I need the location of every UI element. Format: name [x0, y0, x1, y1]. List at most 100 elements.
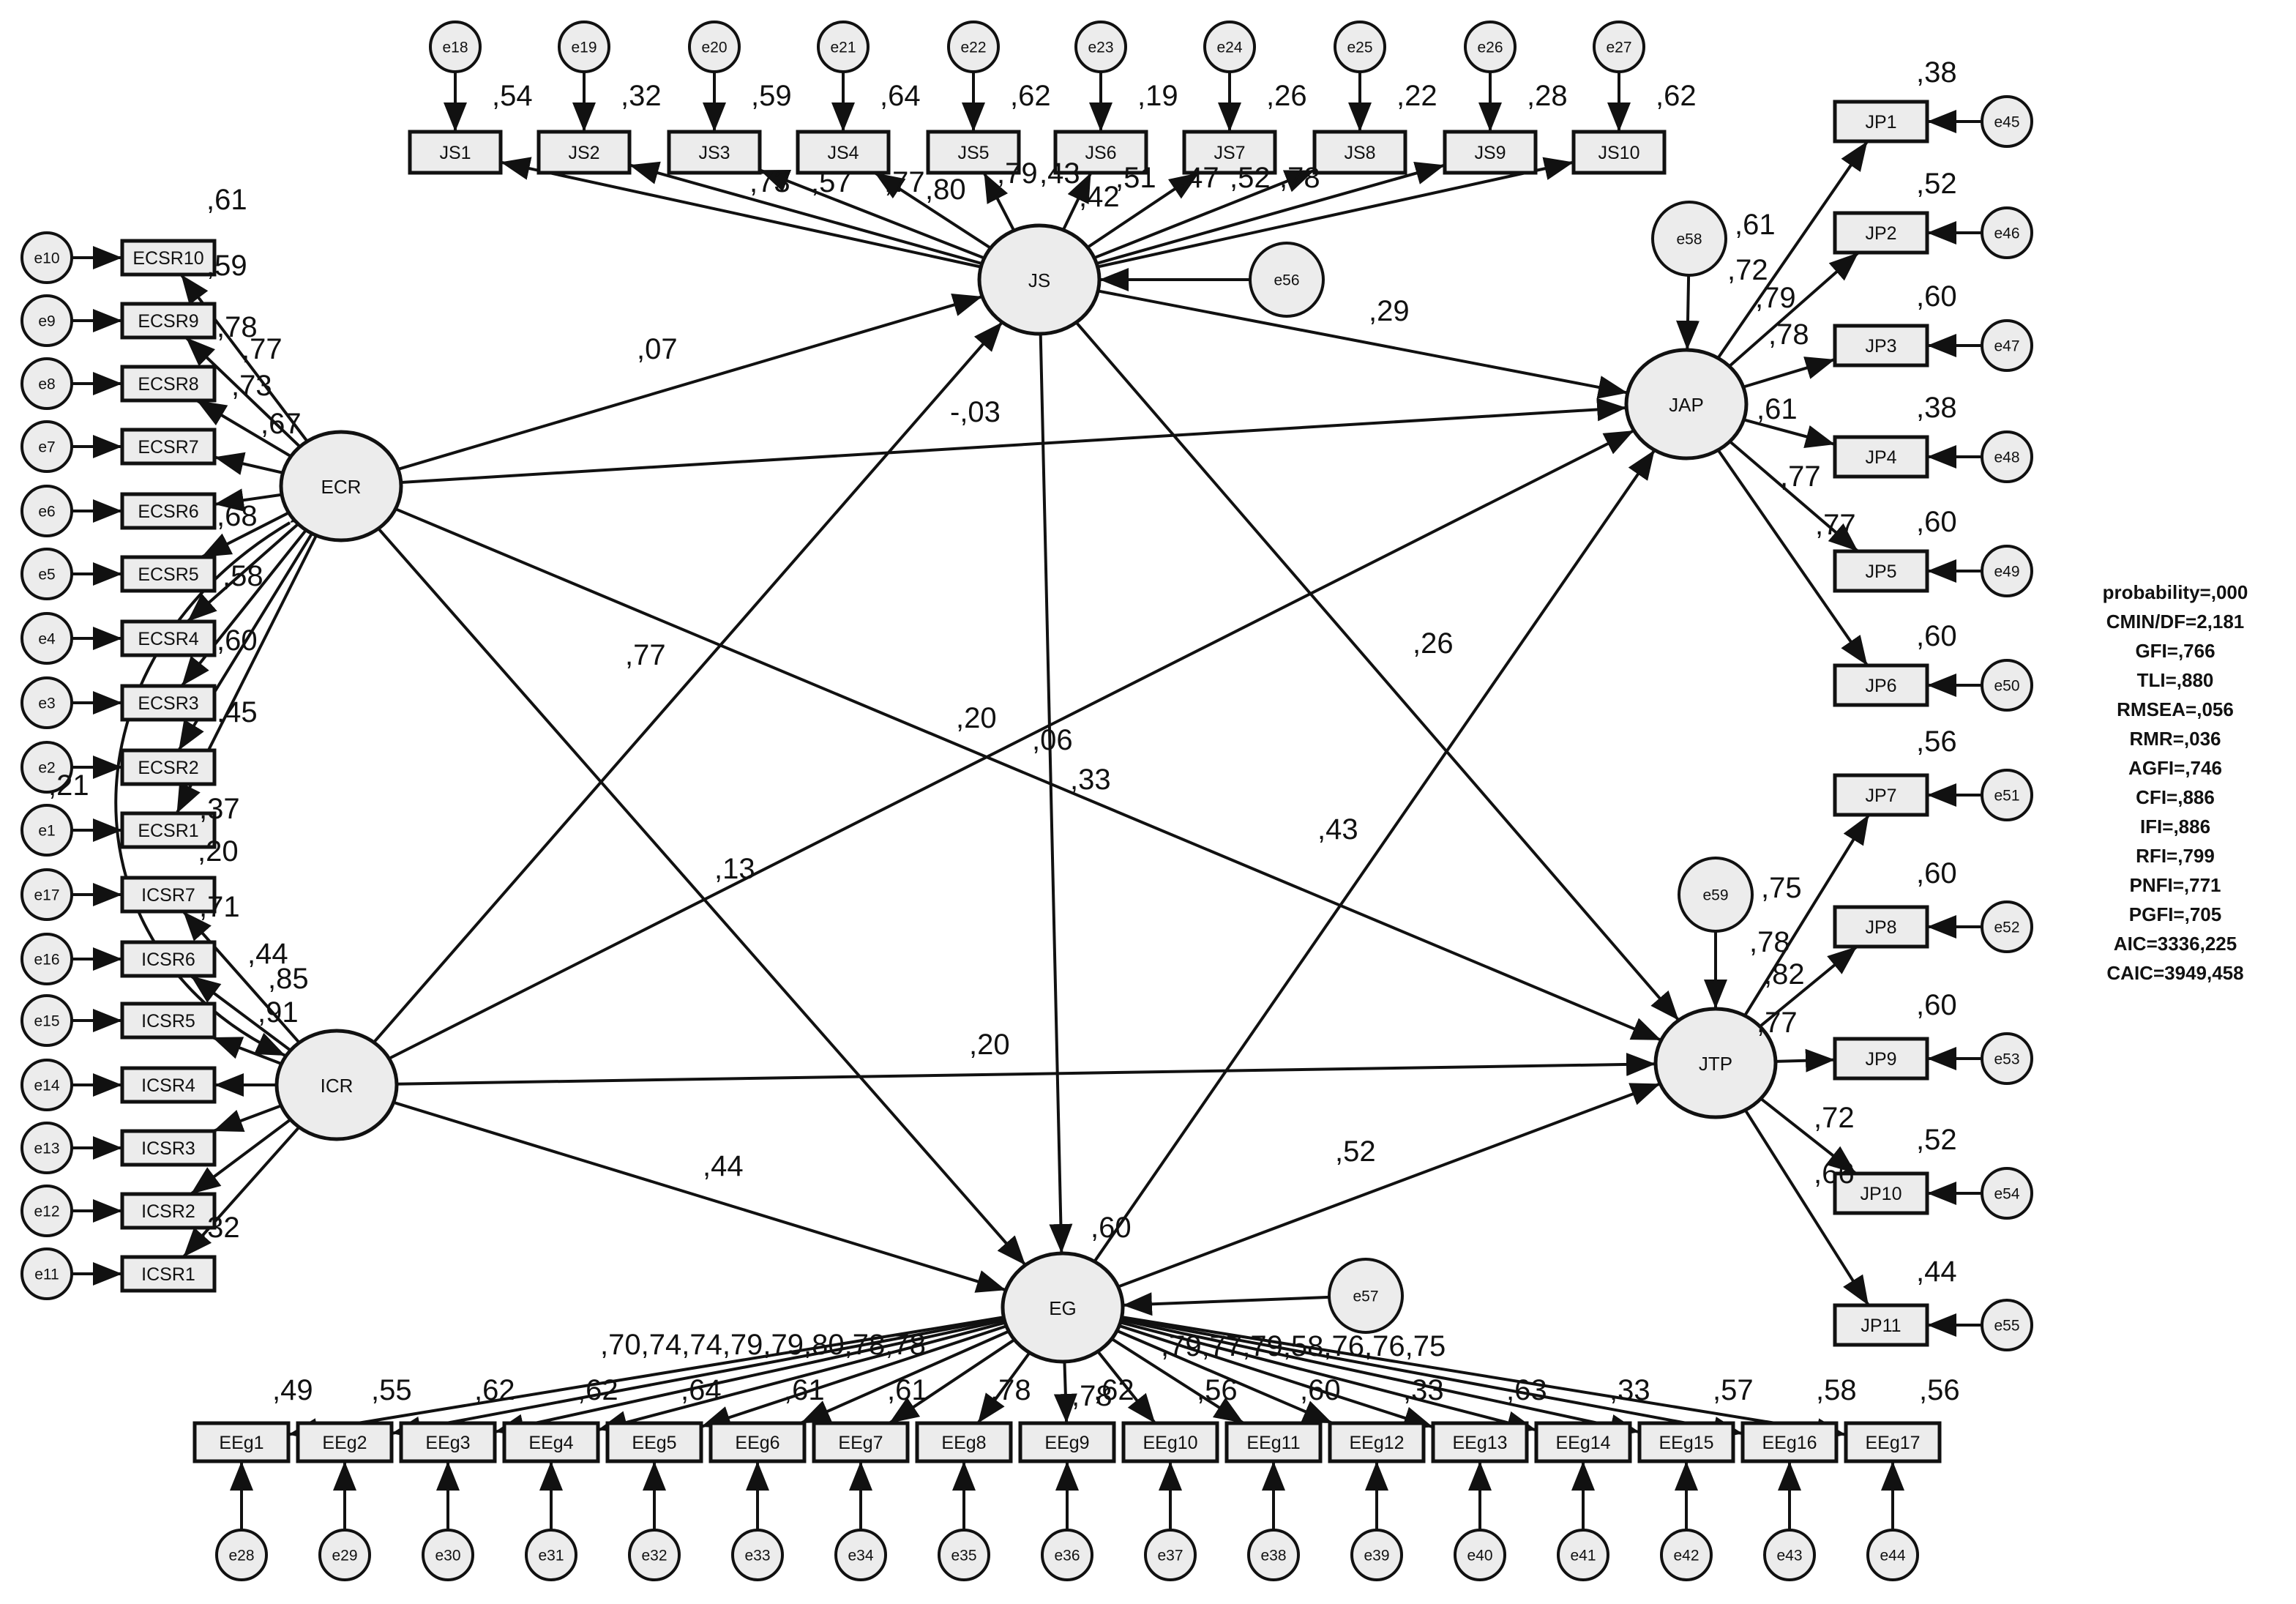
indicator-eeg10: EEg10 — [1121, 1421, 1219, 1463]
indicator-label: JP5 — [1865, 562, 1896, 582]
arrow-jtp-to-jp8 — [1759, 945, 1858, 1028]
r2-jp11: ,44 — [1916, 1256, 1957, 1288]
indicator-label: EEg15 — [1659, 1433, 1713, 1453]
indicator-label: ICSR4 — [141, 1075, 195, 1096]
path-coef-ecr-eg: ,13 — [714, 853, 755, 885]
arrow-js-to-js7 — [1086, 171, 1200, 249]
labels-layer: ,54,32,59,64,62,19,26,22,28,62,38,52,60,… — [48, 56, 1960, 1412]
fit-index-11: PNFI=,771 — [2129, 874, 2221, 896]
loading-eg-9: ,78 — [1072, 1380, 1113, 1412]
r2-icsr7: ,20 — [198, 835, 239, 868]
error-label: e24 — [1216, 40, 1242, 56]
r2-eeg13: ,63 — [1506, 1374, 1547, 1406]
error-term-e39: e39 — [1350, 1529, 1403, 1581]
r2-eeg3: ,62 — [474, 1374, 515, 1406]
error-label: e54 — [1994, 1186, 2019, 1203]
latent-jap: JAP — [1624, 348, 1749, 460]
error-label: e57 — [1353, 1288, 1378, 1305]
error-label: e38 — [1260, 1548, 1286, 1564]
indicator-eeg13: EEg13 — [1431, 1421, 1529, 1463]
error-label: e56 — [1274, 272, 1299, 289]
error-term-e19: e19 — [558, 20, 610, 73]
fit-index-2: CMIN/DF=2,181 — [2106, 611, 2245, 633]
indicator-label: ECSR1 — [138, 821, 198, 841]
r2-jp4: ,38 — [1916, 392, 1957, 424]
r2-eeg11: ,60 — [1300, 1374, 1341, 1406]
fit-index-3: GFI=,766 — [2135, 640, 2215, 662]
error-term-e16: e16 — [20, 933, 73, 985]
loading-ecr-4: ,67 — [261, 408, 302, 440]
loading-js-3: ,77 — [884, 166, 925, 198]
indicator-ecsr7: ECSR7 — [120, 428, 217, 466]
fit-index-14: CAIC=3949,458 — [2106, 962, 2243, 984]
r2-js6: ,19 — [1137, 80, 1178, 112]
indicator-label: JS8 — [1344, 143, 1375, 163]
error-label: e26 — [1477, 40, 1503, 56]
indicator-icsr5: ICSR5 — [120, 1001, 217, 1040]
r2-jp1: ,38 — [1916, 56, 1957, 89]
error-term-e4: e4 — [20, 612, 73, 665]
indicator-label: ECSR10 — [132, 248, 203, 269]
indicator-label: JP4 — [1865, 447, 1896, 468]
indicator-jp11: JP11 — [1833, 1303, 1929, 1347]
path-coef-js-jap: ,29 — [1369, 295, 1410, 327]
error-term-e53: e53 — [1981, 1032, 2033, 1085]
indicator-label: JS4 — [827, 143, 859, 163]
indicator-icsr6: ICSR6 — [120, 940, 217, 978]
indicator-label: ICSR7 — [141, 885, 195, 906]
indicator-label: JS7 — [1214, 143, 1245, 163]
indicator-ecsr9: ECSR9 — [120, 302, 217, 340]
arrow-eg-to-eeg15 — [1121, 1318, 1640, 1438]
error-term-e25: e25 — [1334, 20, 1386, 73]
error-term-e51: e51 — [1981, 769, 2033, 821]
arrow-ecr-to-ecsr8 — [195, 399, 292, 458]
error-label: e39 — [1364, 1548, 1389, 1564]
indicator-label: ECSR2 — [138, 758, 198, 778]
arrow-js-to-js8 — [1093, 168, 1315, 260]
indicator-jp9: JP9 — [1833, 1037, 1929, 1081]
indicator-label: EEg7 — [838, 1433, 883, 1453]
indicator-js2: JS2 — [536, 130, 632, 175]
latent-icr: ICR — [274, 1029, 399, 1141]
error-label: e47 — [1994, 338, 2019, 355]
indicator-label: EEg4 — [528, 1433, 573, 1453]
latent-label: JAP — [1669, 394, 1704, 416]
r2-icsr6: ,71 — [199, 891, 240, 923]
error-label: e14 — [34, 1078, 59, 1094]
indicator-eeg11: EEg11 — [1224, 1421, 1323, 1463]
r2-js2: ,32 — [621, 80, 662, 112]
arrow-eg-to-eeg14 — [1120, 1321, 1537, 1434]
error-term-e50: e50 — [1981, 659, 2033, 712]
indicator-label: JP6 — [1865, 676, 1896, 696]
indicator-label: ICSR3 — [141, 1138, 195, 1159]
error-term-e1: e1 — [20, 804, 73, 857]
error-term-e21: e21 — [817, 20, 870, 73]
error-term-e2: e2 — [20, 741, 73, 794]
error-term-e28: e28 — [215, 1529, 268, 1581]
r2-eeg4: ,62 — [577, 1374, 618, 1406]
path-coef-ecr-jtp: ,33 — [1070, 764, 1111, 796]
r2-eeg6: ,61 — [784, 1374, 825, 1406]
indicator-ecsr4: ECSR4 — [120, 619, 217, 657]
indicator-eeg16: EEg16 — [1740, 1421, 1839, 1463]
error-label: e5 — [38, 567, 55, 583]
indicator-label: ECSR4 — [138, 629, 198, 649]
loading-icr-2: ,85 — [268, 963, 309, 995]
error-term-e55: e55 — [1981, 1299, 2033, 1351]
arrow-e58-to-jap — [1676, 275, 1700, 351]
r2-eeg14: ,33 — [1609, 1374, 1650, 1406]
loading-ecr-2: ,77 — [242, 333, 283, 365]
error-label: e19 — [571, 40, 597, 56]
indicator-label: ECSR8 — [138, 374, 198, 395]
error-term-e49: e49 — [1981, 545, 2033, 597]
error-label: e36 — [1054, 1548, 1080, 1564]
indicator-label: JP1 — [1865, 112, 1896, 133]
error-term-e20: e20 — [688, 20, 741, 73]
error-term-e18: e18 — [429, 20, 482, 73]
indicator-eeg3: EEg3 — [399, 1421, 497, 1463]
indicator-label: EEg10 — [1143, 1433, 1197, 1453]
indicator-label: JS5 — [957, 143, 989, 163]
arrow-ecr-to-ecsr9 — [184, 336, 302, 448]
indicator-label: JS3 — [698, 143, 730, 163]
error-label: e13 — [34, 1141, 59, 1157]
